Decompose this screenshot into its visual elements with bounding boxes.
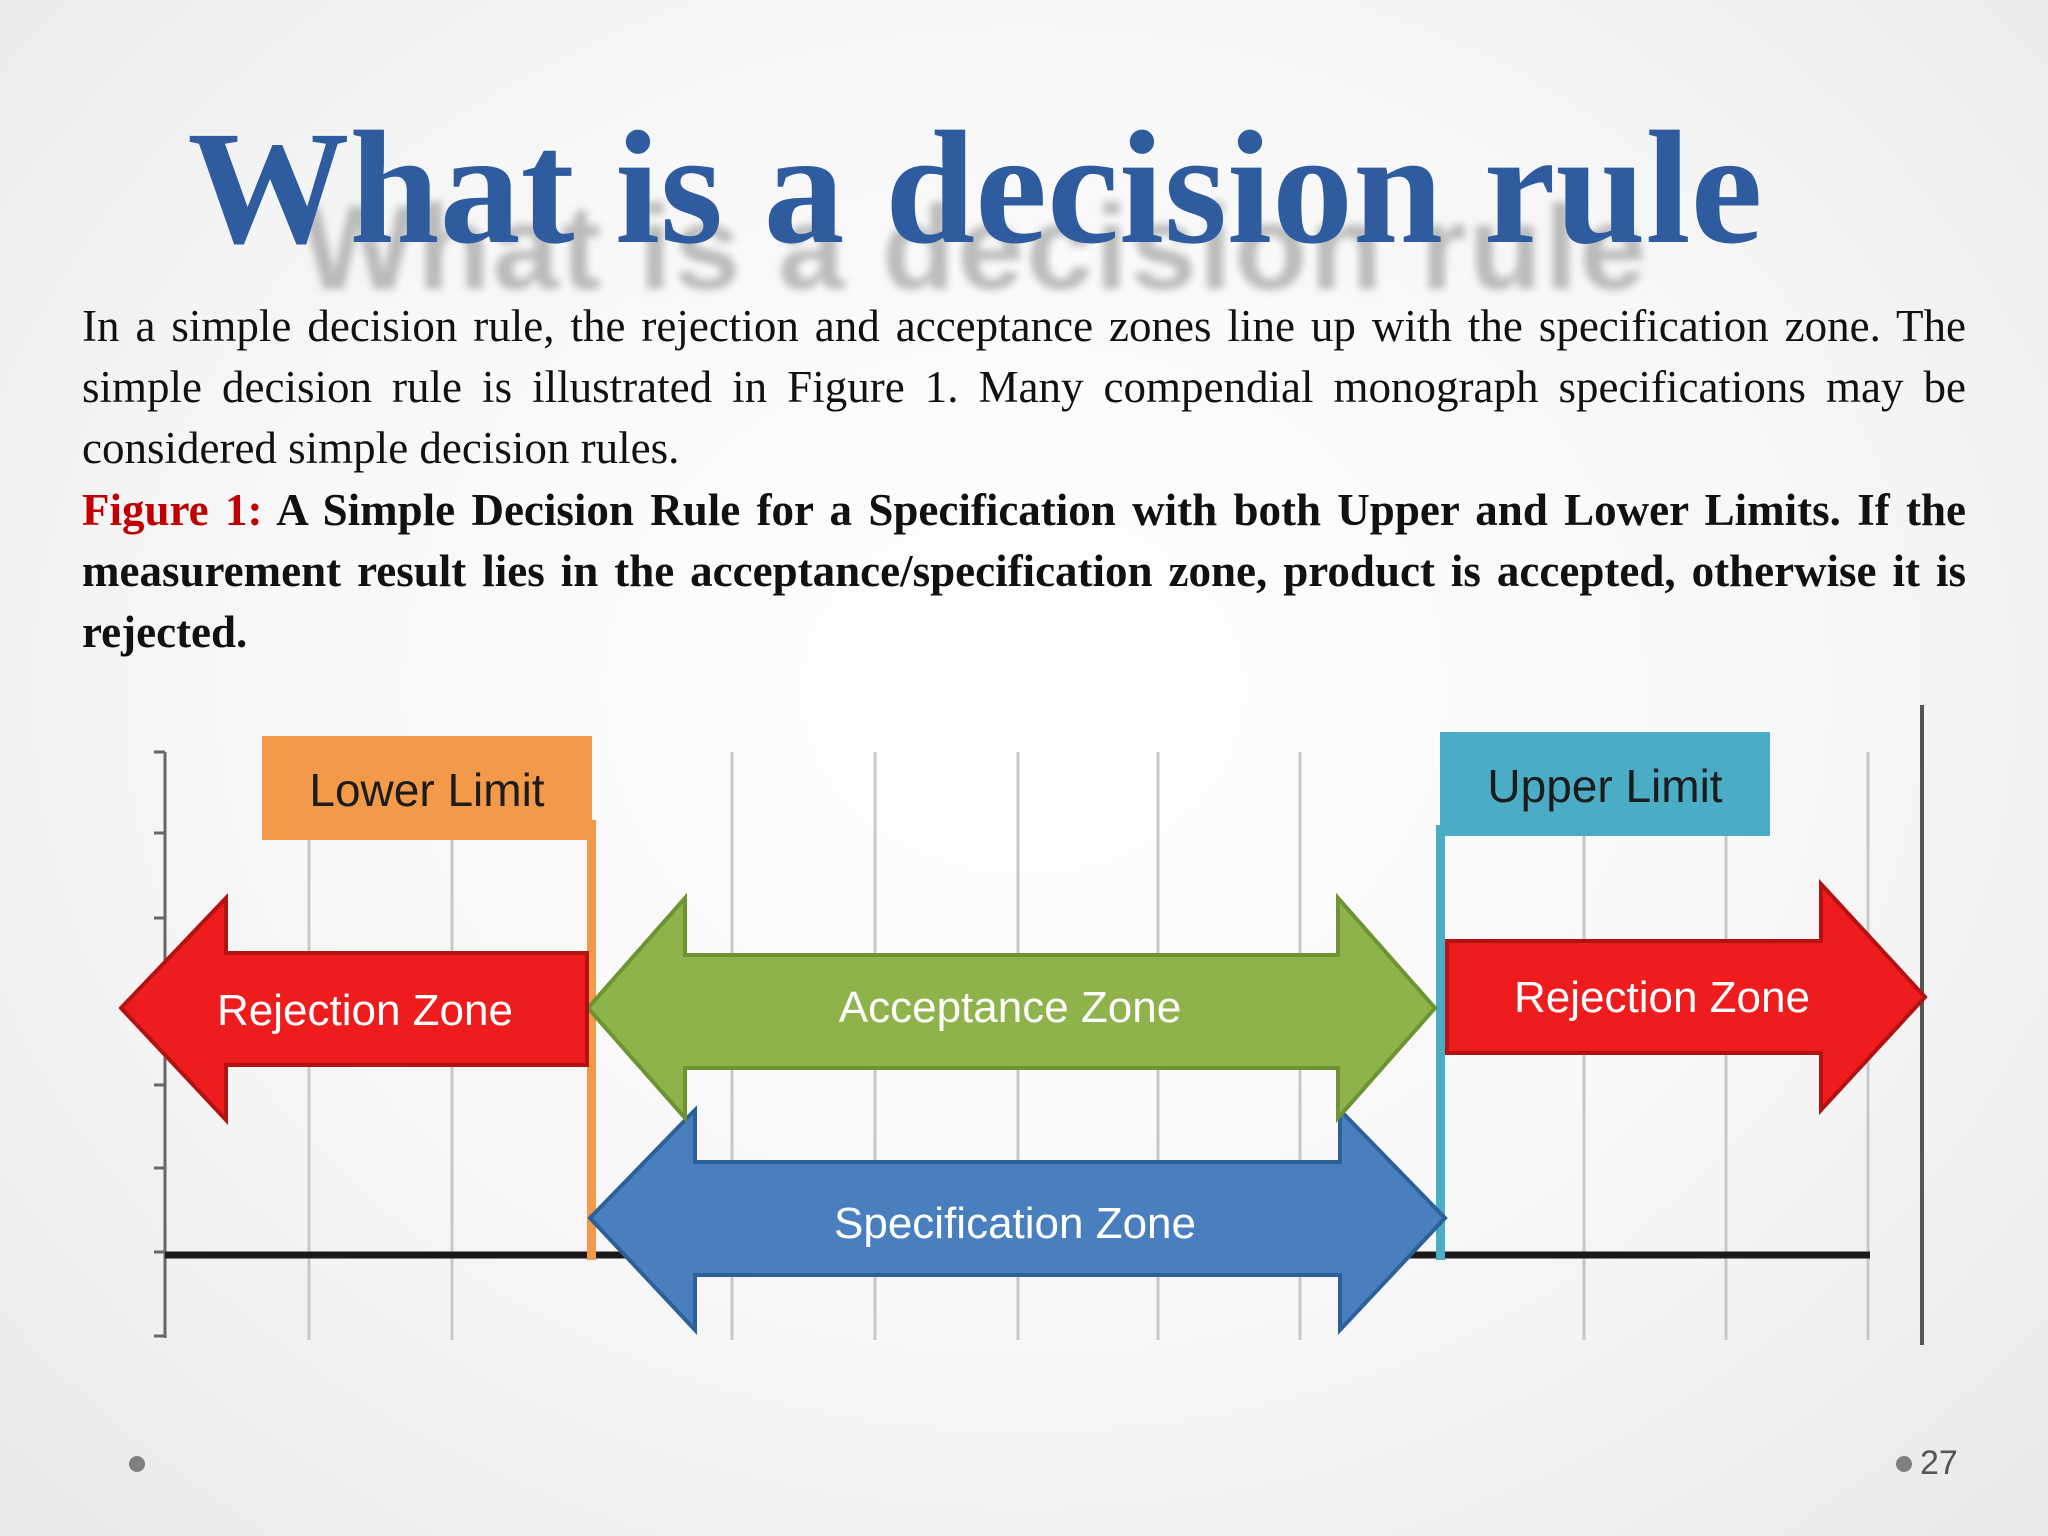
upper-limit-label: Upper Limit — [1487, 760, 1722, 812]
specification-zone-arrow — [587, 1105, 1448, 1336]
specification-zone-label: Specification Zone — [834, 1199, 1196, 1248]
figure-caption: Figure 1: A Simple Decision Rule for a S… — [82, 480, 1966, 663]
upper-limit-line — [1436, 825, 1445, 1260]
right-rejection-zone-arrow — [1445, 878, 1928, 1116]
right-rejection-zone-label: Rejection Zone — [1514, 973, 1810, 1022]
lower-limit-line — [587, 820, 596, 1260]
upper-limit-box — [1440, 732, 1770, 836]
lower-limit-box — [262, 736, 592, 840]
title-reflection: What is a decision rule — [301, 181, 1649, 315]
slide-title: What is a decision rule — [187, 99, 1763, 278]
page-number: 27 — [1920, 1444, 1958, 1482]
footer-bullet-right — [1896, 1456, 1912, 1472]
body-paragraph: In a simple decision rule, the rejection… — [82, 301, 1966, 473]
acceptance-zone-arrow — [585, 892, 1438, 1124]
lower-limit-label: Lower Limit — [309, 764, 544, 816]
footer-bullet-left — [129, 1456, 145, 1472]
figure-label: Figure 1: — [82, 485, 263, 535]
figure-caption-text: A Simple Decision Rule for a Specificati… — [82, 485, 1966, 657]
left-rejection-zone-arrow — [118, 893, 589, 1126]
left-rejection-zone-label: Rejection Zone — [217, 986, 513, 1035]
acceptance-zone-label: Acceptance Zone — [839, 983, 1181, 1032]
